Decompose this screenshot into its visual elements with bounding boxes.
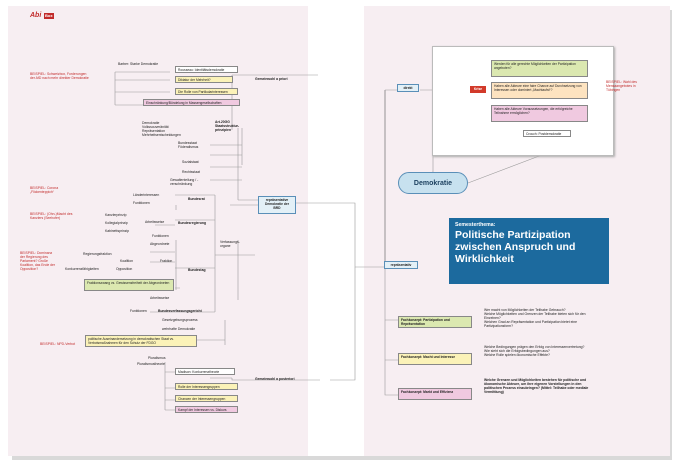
bundesverfassungsgericht-label: Bundesverfassungsgericht [158, 309, 202, 313]
opposition-label: Opposition [116, 267, 133, 271]
bundestag-arbeitsweise-label: Arbeitsweise [150, 296, 170, 300]
verbotsmassnahmen-box: politische Auseinandersetzung in demokra… [85, 335, 197, 347]
massengesellschaft-box: Einschränkung/Bündelung in Massengesells… [143, 99, 240, 106]
bundesrat-label: Bundesrat [188, 197, 205, 201]
krise-box: Krise [470, 86, 486, 93]
krise-item-2: Haben alle Akteure eine faire Chance auf… [491, 82, 588, 99]
kollegialprinzip-label: Kollegialprinzip [105, 221, 128, 225]
prinzip-item: Demokratie [142, 121, 160, 125]
fachkonzept-markt-box: Fachkonzept: Markt und Effizienz [398, 388, 472, 400]
interessengruppen-chancen-box: Chancen der Interessengruppen [175, 395, 238, 402]
kabinettsprinzip-label: Kabinettsprinzip [105, 229, 130, 233]
pluralismustheorie-label: Pluralismustheorie [137, 362, 165, 366]
rechtsstaat-label: Rechtsstaat [182, 170, 200, 174]
demokratie-node: Demokratie [398, 172, 468, 194]
koalition-label: Koalition [120, 259, 134, 263]
regierungsfraktion-label: Regierungsfraktion [83, 252, 112, 256]
example-note-mensa: BEISPIEL: Wahl des Mensaangebotes in Tüb… [606, 80, 637, 92]
direkt-box: direkt [397, 84, 419, 92]
bverfg-funktionen-label: Funktionen [130, 309, 147, 313]
bundesregierung-label: Bundesregierung [178, 221, 207, 225]
fachkonzept-1-questions: Wer macht von Möglichkeiten der Teilhabe… [484, 308, 599, 328]
prinzip-item: Volkssouveränität [142, 125, 169, 129]
gewaltenteilung-label: Gewaltenteilung / -verschränkung [170, 178, 199, 186]
fachkonzept-2-questions: Welche Bedingungen prägen den Erfolg von… [484, 345, 599, 357]
verfassungsorgane-label: Verfassungs-organe [220, 240, 240, 248]
rousseau-box: Rousseau: Identitätsdemokratie [175, 66, 238, 73]
konkurrenz-label: Konkurrenzfähigkeiten [65, 267, 99, 271]
pluralismus-label: Pluralismus [148, 356, 166, 360]
example-note-kanzler: BEISPIEL: (Ohn-)Macht des Kanzlers (Seeh… [30, 212, 73, 220]
brand-logo-suffix: Box [44, 13, 54, 19]
diktatur-box: Diktatur der Mehrheit? [175, 76, 233, 83]
fraktionszwang-box: Fraktionszwang vs. Gewissensfreiheit der… [84, 279, 174, 291]
kampf-diskurs-box: Kampf der Interessen vs. Diskurs [175, 406, 238, 413]
fraktion-label: Fraktion [160, 259, 173, 263]
bundestag-funktionen-label: Funktionen [152, 234, 169, 238]
barber-label: Barber: Starke Demokratie [118, 62, 159, 66]
example-note-opposition: BEISPIEL: Dominanz der Regierung des Par… [20, 251, 56, 271]
gemeinwohl-a-priori-label: Gemeinwohl a priori [255, 77, 288, 81]
sozialstaat-label: Sozialstaat [182, 160, 199, 164]
prinzipien-list: Demokratie Volkssouveränität Repräsentat… [142, 121, 192, 137]
question-item: Welche Bedingungen prägen den Erfolg von… [484, 345, 585, 349]
repraesentative-demokratie-box: repräsentative Demokratie der BRD [258, 196, 296, 214]
question-item: Welche Möglichkeiten und Grenzen der Tei… [484, 312, 586, 320]
gesetzgebungsprozess-label: Gesetzgebungsprozess [162, 318, 198, 322]
brand-logo: Abi [30, 12, 42, 19]
bundestag-label: Bundestag [188, 268, 206, 272]
fachkonzept-macht-box: Fachkonzept: Macht und Interesse [398, 353, 472, 365]
question-item: Wie sieht sich die Erfolgsbedingungen au… [484, 349, 550, 353]
art20-label: Art.20GG Staatsstruktur-prinzipien [215, 120, 240, 132]
question-item: Wer macht von Möglichkeiten der Teilhabe… [484, 308, 566, 312]
fachkonzept-3-text: Welche Grenzen und Möglichkeiten bestehe… [484, 378, 589, 394]
question-item: Welchen Grad an Repräsentation und Parti… [484, 320, 578, 328]
krise-item-3: Haben alle Akteure Voraussetzungen, die … [491, 105, 588, 122]
fachkonzept-partizipation-box: Fachkonzept: Partizipation und Repräsent… [398, 316, 472, 328]
repraesentativ-box: repräsentativ [384, 261, 418, 269]
laenderinteressen-label: Länderinteressen [133, 193, 160, 197]
semester-label: Semesterthema: [455, 222, 496, 228]
partikular-box: Die Rolle von Partikularinteressen [175, 88, 238, 95]
bundesrat-funktionen-label: Funktionen [133, 201, 150, 205]
kanzlerprinzip-label: Kanzlerprinzip [105, 213, 127, 217]
abgeordnete-label: Abgeordnete [150, 242, 170, 246]
madison-box: Madison: Konkurrenztheorie [175, 368, 235, 375]
example-note-direct-democracy: BEISPIEL: Schweizbox, Forderungen der Af… [30, 72, 89, 80]
semester-title: Politische Partizipation zwischen Anspru… [455, 229, 576, 265]
example-note-corona: BEISPIEL: Corona „Flickenteppich“ [30, 186, 59, 194]
prinzip-item: Repräsentation [142, 129, 165, 133]
prinzip-item: Mehrheitsentscheidungen [142, 133, 181, 137]
krise-item-1: Werden für alle gerechte Möglichkeiten d… [491, 60, 588, 77]
example-note-npd: BEISPIEL: NPD-Verbot [40, 342, 76, 346]
gemeinwohl-a-posteriori-label: Gemeinwohl a posteriori [255, 377, 295, 381]
interessengruppen-rolle-box: Rolle der Interessengruppen [175, 383, 238, 390]
arbeitsweise-label: Arbeitsweise [145, 220, 165, 224]
bundesstaat-label: Bundesstaat Föderalismus [178, 141, 199, 149]
wehrhafte-demokratie-label: wehrhafte Demokratie [162, 327, 196, 331]
question-item: Welche Rolle spielen ökonomische Effekte… [484, 353, 550, 357]
left-page [8, 6, 308, 456]
crouch-box: Crouch: Postdemokratie [523, 130, 571, 137]
page-gutter [308, 6, 364, 456]
semester-theme-box: Semesterthema: Politische Partizipation … [449, 218, 609, 284]
